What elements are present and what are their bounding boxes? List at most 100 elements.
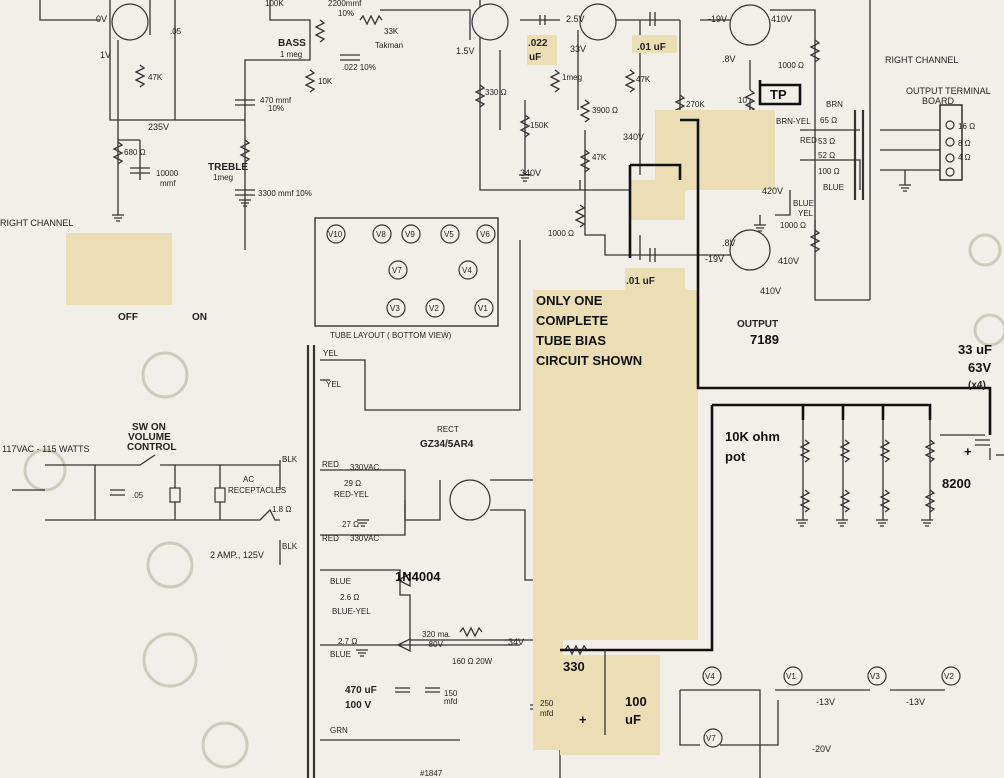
- r67-value: 330 Ω: [485, 88, 507, 97]
- wire-blue-1: BLUE: [330, 577, 351, 586]
- r5-top-tol: 10%: [338, 9, 354, 18]
- wire-blk-2: BLK: [282, 542, 298, 551]
- rect-type: GZ34/5AR4: [420, 439, 474, 450]
- wire-blue-2: BLUE: [330, 650, 351, 659]
- ohm-29: 29 Ω: [344, 479, 361, 488]
- ma320-label2: -80V: [426, 640, 444, 649]
- c44-value: 3300 mmf 10%: [258, 189, 312, 198]
- pot-label-2: pot: [725, 449, 746, 464]
- v34-label: 34V: [508, 637, 524, 647]
- socket-v6: V6: [480, 230, 490, 239]
- treble-value: 1meg: [213, 173, 233, 182]
- r5-top-value: 2200mmf: [328, 0, 362, 8]
- t3-yel: YEL: [798, 209, 814, 218]
- tap-8: 8 Ω: [958, 139, 971, 148]
- resistor-8200-label: 8200: [942, 476, 971, 491]
- c46-value: .022 10%: [342, 63, 376, 72]
- takman-label: Takman: [375, 41, 403, 50]
- output-tube-type: 7189: [750, 332, 779, 347]
- fil-v7: V7: [706, 734, 716, 743]
- r73-value: 270K: [686, 100, 705, 109]
- r84-value: 160 Ω 20W: [452, 657, 493, 666]
- wire-red-2: RED: [322, 534, 339, 543]
- wire-blk-1: BLK: [282, 455, 298, 464]
- cap-label-2: 63V: [968, 360, 991, 375]
- sw-label-1: SW ON: [132, 422, 166, 433]
- r66-value: 150K: [530, 121, 549, 130]
- v19b-label: -19V: [705, 254, 724, 264]
- cap100-plus-sign: +: [579, 712, 587, 727]
- t3-blue2: BLUE: [793, 199, 814, 208]
- wire-red-yel: RED-YEL: [334, 490, 369, 499]
- c50-label: .01 uF: [626, 276, 655, 287]
- lamp-label: #1847: [420, 769, 443, 778]
- faded-background: [23, 233, 1004, 769]
- filament-strings: [679, 689, 945, 778]
- cap-100-label-1: 100: [625, 694, 647, 709]
- v340a-label: 340V: [520, 168, 541, 178]
- socket-v10: V10: [328, 230, 343, 239]
- v410a-label: 410V: [771, 14, 792, 24]
- sw-label-2: VOLUME: [128, 432, 171, 443]
- v33-label: 33V: [570, 44, 586, 54]
- v8a-label: .8V: [722, 54, 736, 64]
- r68-value: 1000 Ω: [548, 229, 574, 238]
- c40-value: 10000: [156, 169, 179, 178]
- r64-value: 10K: [318, 77, 333, 86]
- r5-value: 100K: [265, 0, 284, 8]
- tp-label: TP: [770, 87, 787, 102]
- socket-v1: V1: [478, 304, 488, 313]
- note-line-2: COMPLETE: [536, 313, 609, 328]
- cap-label-1: 33 uF: [958, 342, 992, 357]
- treble-label: TREBLE: [208, 162, 248, 173]
- r71-value: 3900 Ω: [592, 106, 618, 115]
- bias-mod-circuit: [560, 80, 992, 735]
- bass-label: BASS: [278, 38, 306, 49]
- r62-value: 680 Ω: [124, 148, 146, 157]
- socket-v7: V7: [392, 266, 402, 275]
- annotation-pads: [66, 35, 775, 755]
- t3-65: 65 Ω: [820, 116, 837, 125]
- sw-label-3: CONTROL: [127, 442, 176, 453]
- c022-label-1: .022: [528, 38, 548, 49]
- v340b-label: 340V: [623, 132, 644, 142]
- fil-v1: V1: [786, 672, 796, 681]
- on-label: ON: [192, 312, 207, 323]
- v235-label: 235V: [148, 122, 169, 132]
- ohm-18: 1.8 Ω: [272, 505, 291, 514]
- socket-v8: V8: [376, 230, 386, 239]
- tube-layout-sockets: V10 V8 V9 V5 V6 V7 V4 V3 V2 V1: [326, 224, 496, 318]
- v15-label: 1.5V: [456, 46, 475, 56]
- fil-v2: V2: [944, 672, 954, 681]
- resistor-330-label: 330: [563, 659, 585, 674]
- power-transformer: [279, 240, 561, 778]
- note-line-3: TUBE BIAS: [536, 333, 606, 348]
- c43-value: 470 mmf: [260, 96, 292, 105]
- mains-circuit: [12, 454, 280, 521]
- rect-label: RECT: [437, 425, 459, 434]
- tap-16: 16 Ω: [958, 122, 975, 131]
- ac-rec-label2: RECEPTACLES: [228, 486, 286, 495]
- mod-annotations: ONLY ONE COMPLETE TUBE BIAS CIRCUIT SHOW…: [345, 38, 992, 727]
- c40-value2: mmf: [160, 179, 176, 188]
- v13a-label: -13V: [816, 697, 835, 707]
- c43-tol: 10%: [268, 104, 284, 113]
- fil-v4: V4: [705, 672, 715, 681]
- t3-brn-yel: BRN-YEL: [776, 117, 811, 126]
- socket-v9: V9: [405, 230, 415, 239]
- c42-value: .05: [170, 27, 182, 36]
- top-wiring: [39, 0, 940, 301]
- off-label: OFF: [118, 312, 138, 323]
- r65-value: 33K: [384, 27, 399, 36]
- tap-4: 4 Ω: [958, 153, 971, 162]
- v410c-label: 410V: [760, 286, 781, 296]
- diode-label: 1N4004: [395, 569, 441, 584]
- r72-value: 47K: [592, 153, 607, 162]
- note-line-1: ONLY ONE: [536, 293, 603, 308]
- ohm-26: 2.6 Ω: [340, 593, 359, 602]
- vac330a-label: 330VAC: [350, 463, 379, 472]
- t3-53: 53 Ω: [818, 137, 835, 146]
- cap-470-label-1: 470 uF: [345, 685, 377, 696]
- cap-plus-sign: +: [964, 444, 972, 459]
